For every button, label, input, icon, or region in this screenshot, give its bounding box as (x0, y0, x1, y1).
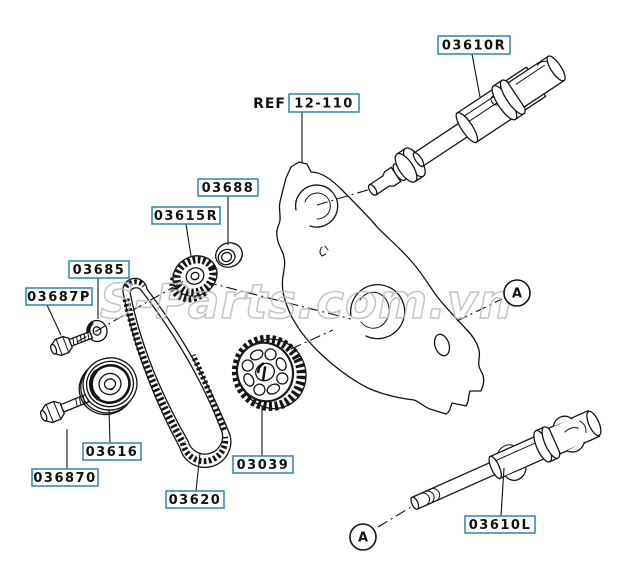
timing-belt-drawing (122, 277, 232, 468)
part-label-036870[interactable]: 036870 (31, 468, 99, 487)
part-label-03685[interactable]: 03685 (68, 260, 130, 279)
spacer-drawing (215, 242, 243, 268)
engine-front-case-drawing (276, 161, 485, 415)
part-label-03610L[interactable]: 03610L (464, 515, 536, 534)
part-label-03616[interactable]: 03616 (82, 442, 142, 461)
part-label-text: 03610R (442, 39, 506, 54)
crank-sprocket-drawing (231, 334, 307, 412)
part-label-03610R[interactable]: 03610R (437, 35, 511, 55)
axis-marker-letter: A (358, 531, 368, 546)
part-label-text: 03685 (73, 263, 126, 278)
assembly-axis-lines (76, 188, 503, 528)
part-label-text: 03615R (154, 209, 218, 224)
part-label-03620[interactable]: 03620 (165, 490, 225, 509)
watermark-text: S-Parts.com.vn (100, 275, 513, 330)
part-label-03615R[interactable]: 03615R (151, 206, 221, 225)
axis-marker-a-right: A (503, 279, 531, 307)
part-label-text: 03688 (202, 181, 255, 196)
ref-label-12-110[interactable]: REF 12-110 (253, 93, 360, 113)
axis-marker-letter: A (512, 287, 522, 302)
balance-shaft-left-drawing (410, 410, 602, 510)
ref-number-text: 12-110 (294, 97, 354, 112)
leader-lines (46, 53, 505, 517)
part-label-text: 03610L (469, 518, 532, 533)
part-label-text: 03039 (237, 458, 290, 473)
part-label-text: 03616 (86, 445, 139, 460)
bolt-short-drawing (50, 330, 93, 357)
part-label-text: 03687P (27, 290, 91, 305)
axis-marker-a-bottom: A (349, 523, 377, 551)
part-label-03687P[interactable]: 03687P (25, 287, 93, 306)
tensioner-pulley-drawing (78, 357, 138, 416)
part-label-03039[interactable]: 03039 (232, 455, 294, 474)
part-label-text: 036870 (33, 471, 96, 486)
balance-shaft-right-drawing (367, 55, 566, 196)
part-label-03688[interactable]: 03688 (197, 178, 259, 197)
ref-prefix-text: REF (253, 96, 286, 112)
shaft-sprocket-drawing (169, 255, 218, 303)
part-label-text: 03620 (169, 493, 222, 508)
